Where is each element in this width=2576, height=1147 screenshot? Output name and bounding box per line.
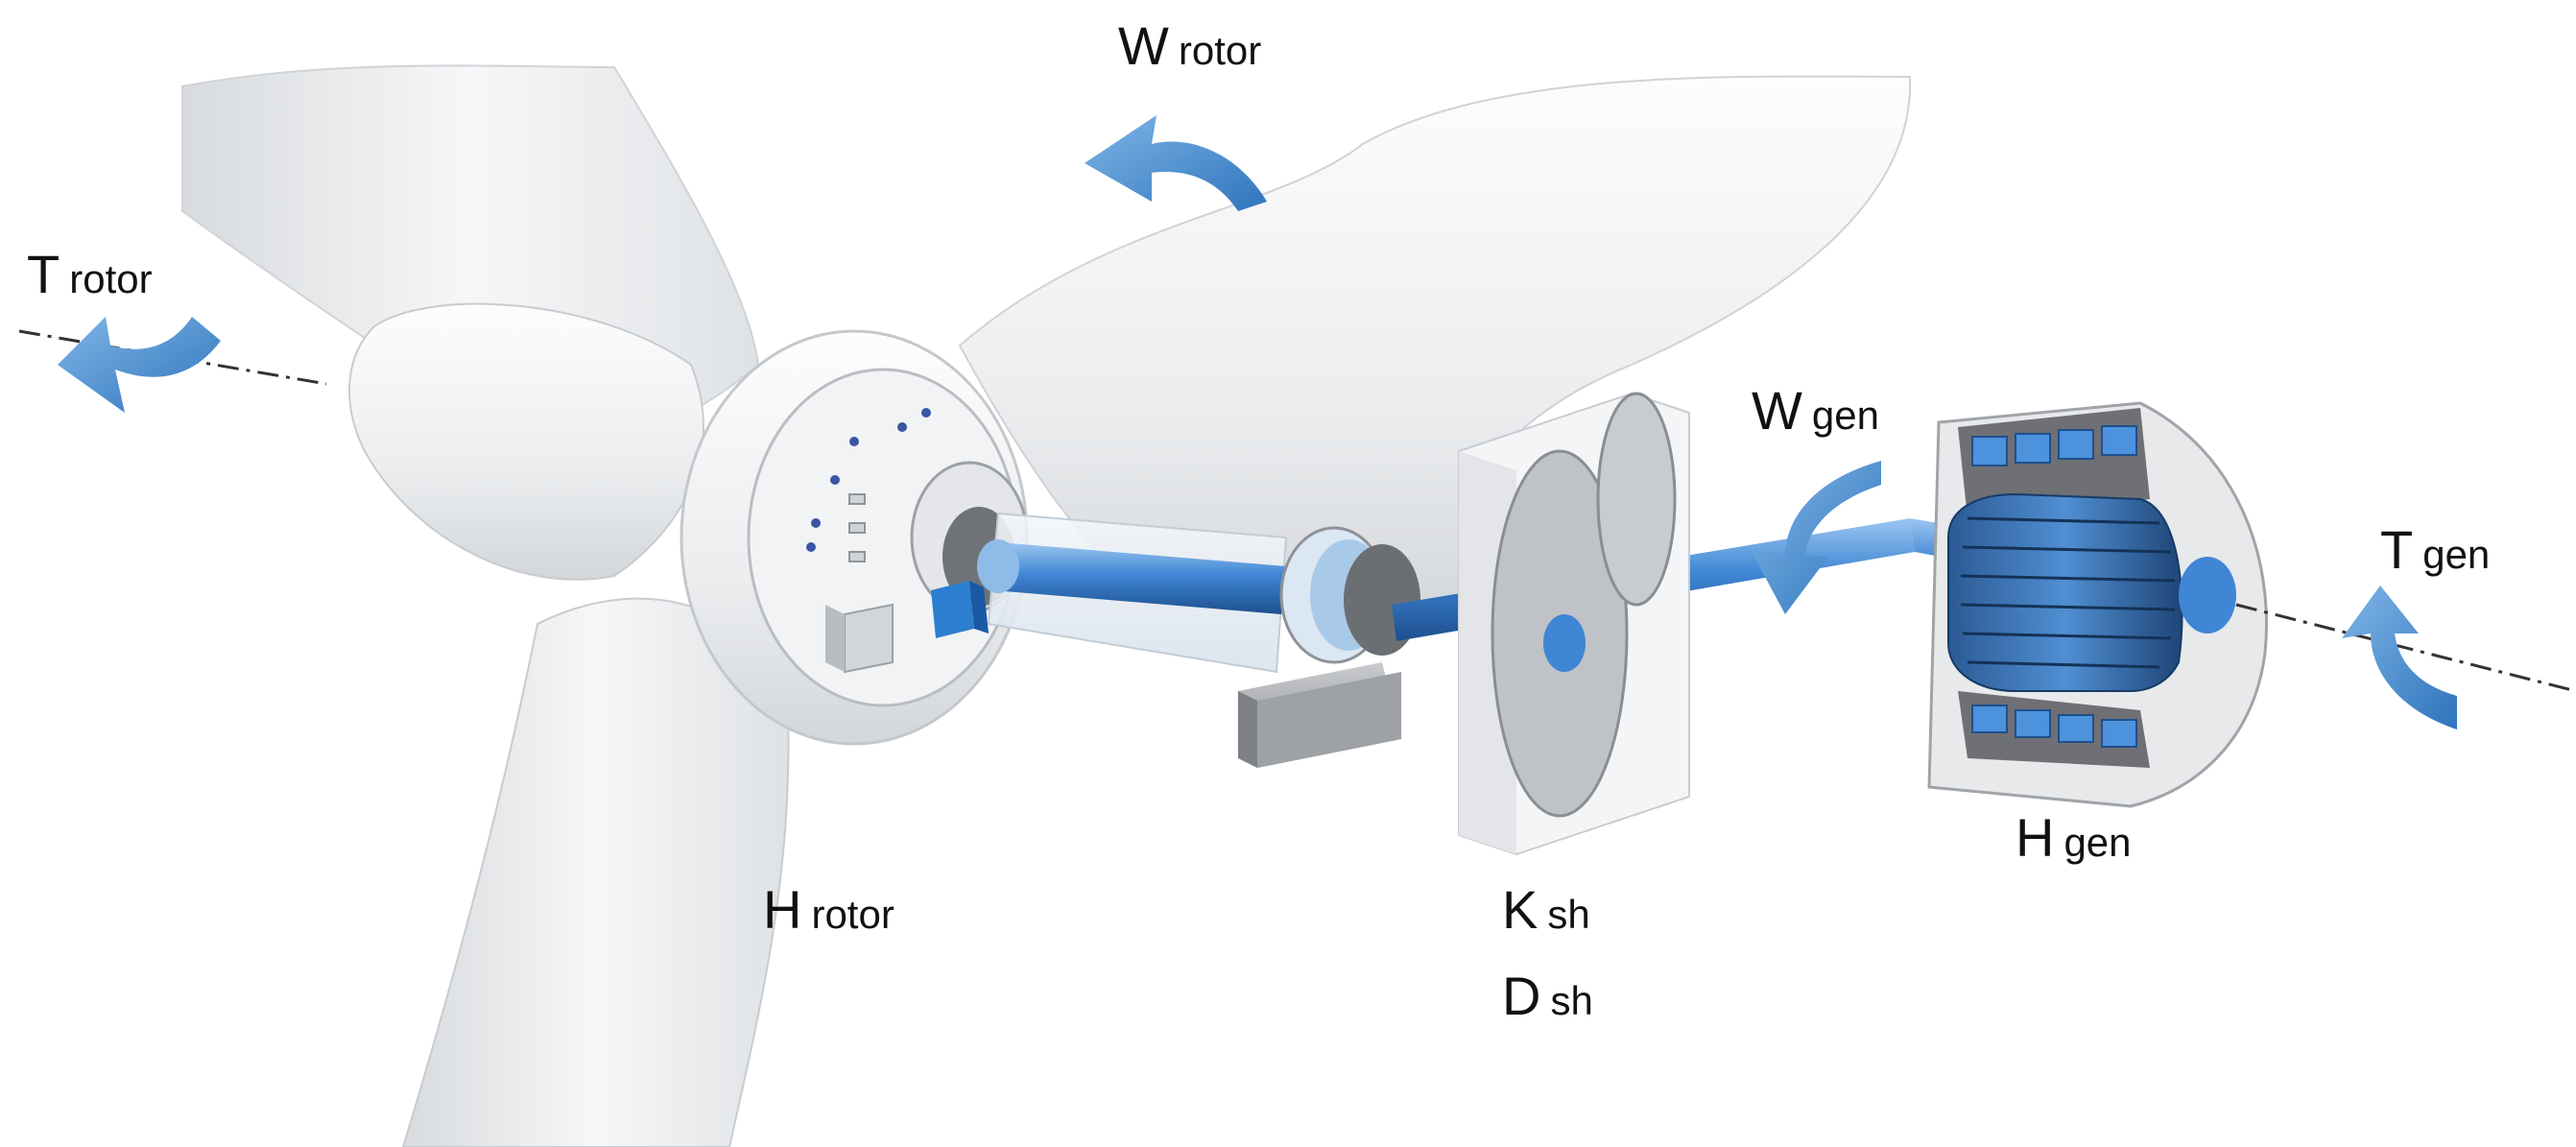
generator-rotor-core: [1947, 492, 2183, 692]
gen-torque-arrow: [2342, 585, 2457, 729]
gen-speed-arrow: [1752, 461, 1881, 614]
generator: [1927, 401, 2268, 808]
rotor-torque-arrow: [58, 317, 221, 413]
hub-bolts: [806, 408, 931, 552]
rotor-axis-line: [18, 329, 2576, 693]
brake-disk: [1491, 392, 1677, 818]
speed-sensor-block: [931, 581, 989, 638]
rotor-blade-root-left: [348, 302, 704, 581]
low-speed-shaft: [993, 542, 1286, 614]
hub-studs: [848, 493, 866, 562]
rotor-speed-arrow: [1085, 115, 1267, 211]
stator-windings: [1971, 425, 2137, 748]
bearing-pedestal: [1238, 662, 1401, 768]
